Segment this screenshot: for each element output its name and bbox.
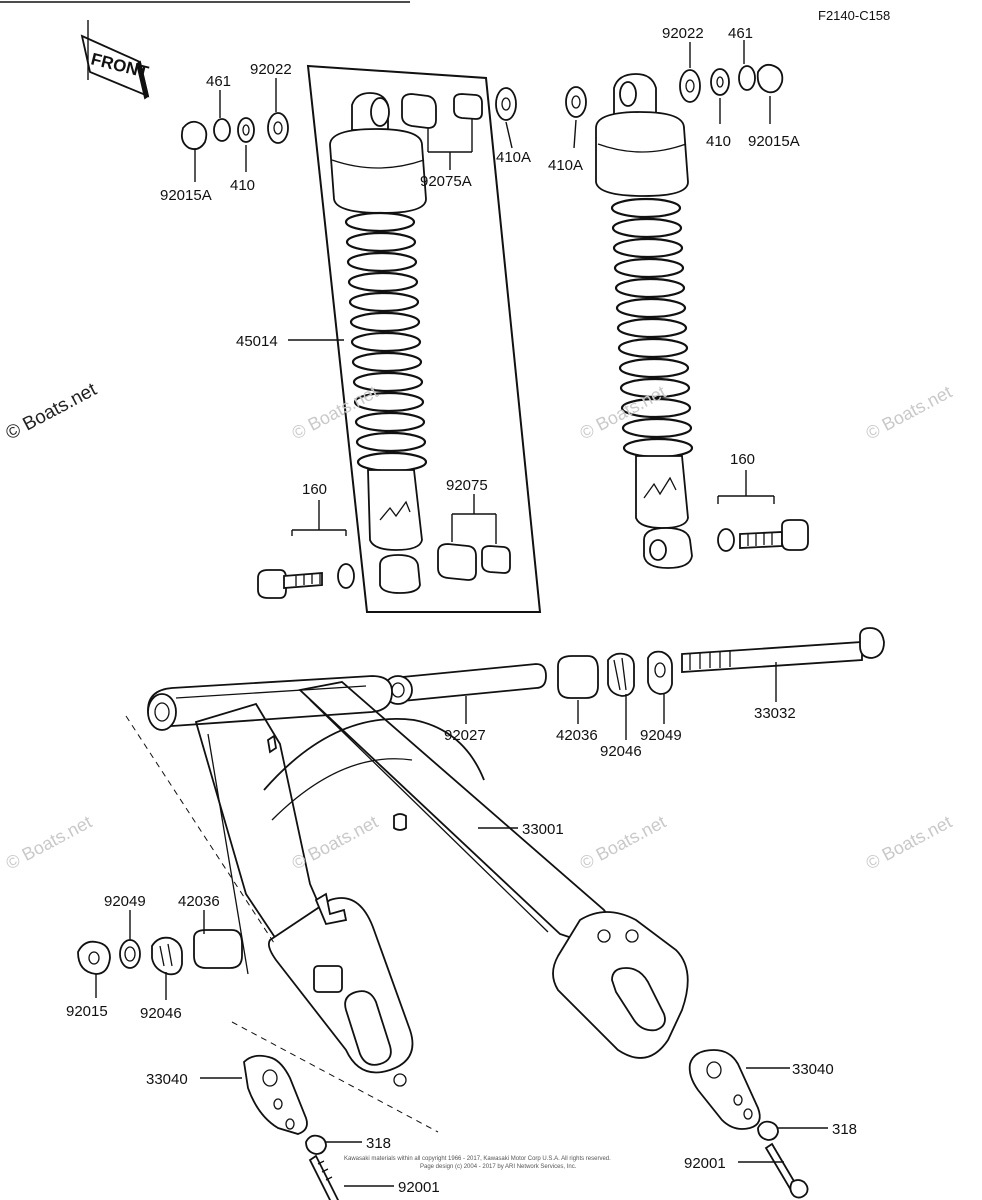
- washer-410A-right: [565, 86, 587, 118]
- bushing-92075-b: [481, 545, 511, 574]
- label-461-right: 461: [728, 25, 753, 42]
- label-92046-left: 92046: [140, 1005, 182, 1022]
- part-labels: 92022 461 92015A 410 92075A 410A 410A 92…: [66, 25, 857, 1196]
- label-410-left: 410: [230, 177, 255, 194]
- label-33032: 33032: [754, 705, 796, 722]
- nut-92049-top: [647, 650, 673, 695]
- bushing-92075-a: [437, 543, 477, 581]
- spring-left: [344, 211, 428, 473]
- watermark-3: © Boats.net: [862, 382, 955, 444]
- label-318-left: 318: [366, 1135, 391, 1152]
- label-92015A-left: 92015A: [160, 187, 212, 204]
- label-92001-right: 92001: [684, 1155, 726, 1172]
- footer-copyright-line2: Page design (c) 2004 - 2017 by ARI Netwo…: [420, 1164, 577, 1170]
- watermarks: © Boats.net © Boats.net © Boats.net © Bo…: [2, 379, 955, 874]
- nut-318-right: [757, 1120, 779, 1141]
- nut-92015A-right: [756, 63, 784, 94]
- washers-410A: [495, 86, 587, 149]
- chain-adjuster-left: [200, 1054, 394, 1200]
- bushing-92075A-a: [401, 93, 437, 129]
- nut-318-left: [305, 1134, 327, 1155]
- sleeve-92027: [391, 663, 547, 703]
- pivot-assembly: [383, 627, 885, 740]
- adjuster-33040-left: [243, 1054, 308, 1135]
- front-badge: FRONT: [80, 20, 151, 100]
- label-45014: 45014: [236, 333, 278, 350]
- label-92022-left: 92022: [250, 61, 292, 78]
- footer-copyright-line1: Kawasaki materials within all copyright …: [344, 1156, 611, 1162]
- label-92027: 92027: [444, 727, 486, 744]
- axle-33032: [681, 641, 863, 673]
- label-92015: 92015: [66, 1003, 108, 1020]
- washer-410-left: [237, 117, 255, 143]
- left-pivot-hardware: [77, 910, 243, 1000]
- shock-box: [306, 64, 542, 613]
- watermark-7: © Boats.net: [862, 812, 955, 874]
- watermark-left: © Boats.net: [2, 379, 100, 445]
- washer-92022-right: [679, 69, 701, 103]
- washer-410-right: [710, 68, 730, 96]
- label-92049-top: 92049: [640, 727, 682, 744]
- bushing-42036-top: [557, 655, 599, 699]
- label-92049-left: 92049: [104, 893, 146, 910]
- label-33040-left: 33040: [146, 1071, 188, 1088]
- label-160-right: 160: [730, 451, 755, 468]
- bolt-160-right: [717, 470, 809, 552]
- label-92046-top: 92046: [600, 743, 642, 760]
- label-92022-right: 92022: [662, 25, 704, 42]
- washer-410A-left: [495, 87, 517, 121]
- watermark-6: © Boats.net: [576, 812, 669, 874]
- label-92075: 92075: [446, 477, 488, 494]
- nut-92049-left: [119, 939, 141, 969]
- right-top-hardware: [679, 40, 784, 124]
- washer-461-right: [738, 65, 756, 91]
- left-top-hardware: [180, 78, 289, 182]
- label-410A-mid: 410A: [496, 149, 531, 166]
- bolt-92001-left: [308, 1154, 340, 1200]
- watermark-1: © Boats.net: [288, 382, 381, 444]
- seal-92046-left: [151, 936, 183, 976]
- shock-absorber-right: [595, 73, 694, 569]
- label-42036-left: 42036: [178, 893, 220, 910]
- nut-92015: [77, 940, 111, 975]
- label-410A-right: 410A: [548, 157, 583, 174]
- label-92015A-right: 92015A: [748, 133, 800, 150]
- label-410-right: 410: [706, 133, 731, 150]
- diagram-id: F2140-C158: [818, 8, 890, 23]
- bolt-160-left: [257, 500, 355, 599]
- chain-adjuster-right: [688, 1049, 828, 1199]
- watermark-5: © Boats.net: [288, 812, 381, 874]
- bushing-42036-left: [193, 929, 243, 969]
- label-33040-right: 33040: [792, 1061, 834, 1078]
- seal-92046-top: [607, 652, 635, 697]
- adjuster-33040-right: [688, 1049, 761, 1130]
- label-92001-left: 92001: [398, 1179, 440, 1196]
- watermark-4: © Boats.net: [2, 812, 95, 874]
- washer-461-left: [213, 118, 231, 142]
- label-92075A: 92075A: [420, 173, 472, 190]
- washer-92022-left: [267, 112, 289, 144]
- label-318-right: 318: [832, 1121, 857, 1138]
- label-33001: 33001: [522, 821, 564, 838]
- nut-92015A-left: [180, 120, 208, 151]
- shock-absorber-left: [288, 64, 542, 613]
- label-42036-top: 42036: [556, 727, 598, 744]
- bushing-92075A-b: [453, 93, 483, 120]
- spring-right: [610, 197, 694, 459]
- swing-arm-33001: [125, 675, 689, 1133]
- label-160-left: 160: [302, 481, 327, 498]
- label-461-left: 461: [206, 73, 231, 90]
